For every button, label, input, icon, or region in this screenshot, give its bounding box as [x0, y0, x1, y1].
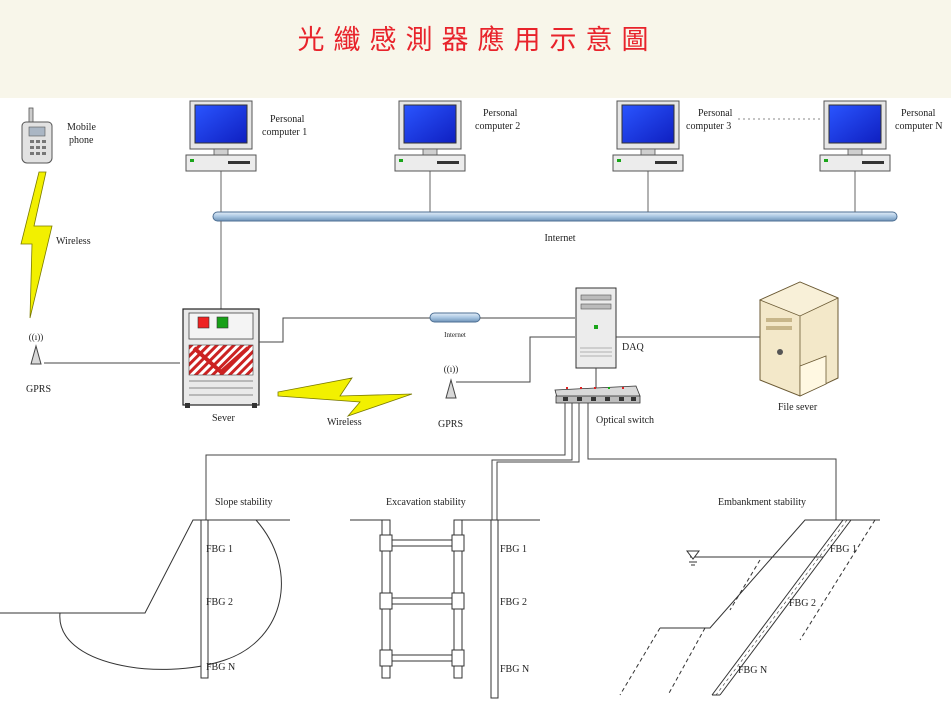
svg-text:Personal computer 1: Personal computer 1: [262, 114, 307, 138]
personal-computer-2: [394, 100, 466, 172]
slope-fbg2-label: FBG 2: [206, 597, 233, 608]
page-title: 光纖感測器應用示意圖: [297, 25, 658, 56]
slope-fbg1-label: FBG 1: [206, 544, 233, 555]
gprs-antenna-mid-icon: ((ı)): [444, 364, 459, 399]
title-banner: 光纖感測器應用示意圖: [0, 0, 951, 98]
wireless-bolt-left-icon: [20, 171, 53, 319]
excavation-section: [350, 519, 540, 699]
mobile-label-line2: phone: [69, 135, 94, 146]
embankment-section: [619, 519, 880, 696]
svg-text:Personal computer N: Personal computer N: [895, 108, 943, 132]
embankment-fbg2-label: FBG 2: [789, 598, 816, 609]
excavation-fbg2-label: FBG 2: [500, 597, 527, 608]
internet-link-tube: [429, 312, 481, 323]
optical-switch-icon: [554, 385, 641, 404]
internet-bus-label: Internet: [544, 233, 575, 244]
pcn-label-line1: Personal: [901, 108, 936, 119]
svg-text:Mobile phone: Mobile phone: [67, 122, 98, 146]
gprs-mid-label: GPRS: [438, 419, 463, 430]
pc3-label-line2: computer 3: [686, 121, 731, 132]
svg-text:Personal computer 3: Personal computer 3: [686, 108, 735, 132]
personal-computer-n: [819, 100, 891, 172]
internet-bus: [212, 211, 898, 222]
svg-text:((ı)): ((ı)): [444, 364, 459, 374]
gprs-antenna-left-icon: ((ı)): [29, 332, 44, 365]
daq-tower-icon: [575, 287, 617, 369]
pc1-label-line2: computer 1: [262, 127, 307, 138]
svg-text:Personal computer 2: Personal computer 2: [475, 108, 520, 132]
embankment-fbg1-label: FBG 1: [830, 544, 857, 555]
wireless-left-label: Wireless: [56, 236, 91, 247]
svg-text:((ı)): ((ı)): [29, 332, 44, 342]
personal-computer-1: [185, 100, 257, 172]
internet-small-label: Internet: [444, 331, 466, 339]
daq-label: DAQ: [622, 342, 644, 353]
file-server-icon: [758, 281, 839, 397]
wireless-bolt-mid-icon: [277, 377, 413, 417]
wireless-mid-label: Wireless: [327, 417, 362, 428]
server-label: Sever: [212, 413, 235, 424]
slope-fbgn-label: FBG N: [206, 662, 235, 673]
gprs-left-label: GPRS: [26, 384, 51, 395]
pc2-label-line1: Personal: [483, 108, 518, 119]
file-server-label: File sever: [778, 402, 818, 413]
personal-computer-3: [612, 100, 684, 172]
pc1-label-line1: Personal: [270, 114, 305, 125]
mobile-label-line1: Mobile: [67, 122, 96, 133]
server-rack-icon: [182, 308, 260, 408]
slope-section: [0, 519, 290, 679]
embankment-label: Embankment stability: [718, 497, 806, 508]
pc2-label-line2: computer 2: [475, 121, 520, 132]
embankment-fbgn-label: FBG N: [738, 665, 767, 676]
slope-label: Slope stability: [215, 497, 273, 508]
mobile-phone-icon: [21, 107, 53, 164]
optical-switch-label: Optical switch: [596, 415, 654, 426]
pc3-label-line1: Personal: [698, 108, 733, 119]
excavation-label: Excavation stability: [386, 497, 466, 508]
excavation-fbg1-label: FBG 1: [500, 544, 527, 555]
pcn-label-line2: computer N: [895, 121, 943, 132]
excavation-fbgn-label: FBG N: [500, 664, 529, 675]
